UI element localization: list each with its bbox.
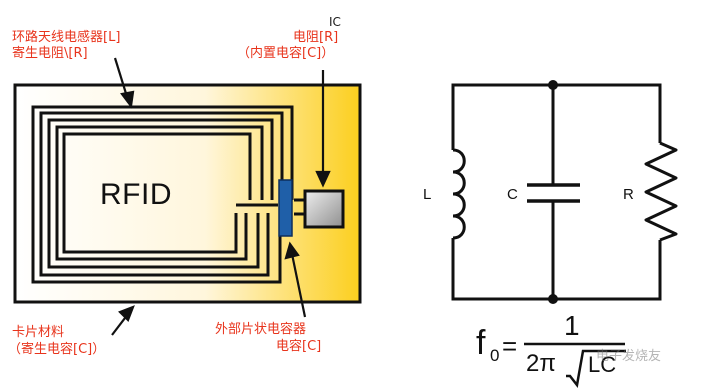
ic-chip [303, 189, 345, 229]
watermark: 电子发烧友 [596, 349, 662, 364]
resistor-symbol [644, 141, 678, 242]
ic-label: IC [329, 15, 341, 29]
inductor-component-label: L [423, 186, 432, 203]
card-material-label: 卡片材料 [12, 325, 65, 340]
formula-numerator: 1 [564, 310, 580, 341]
chip-capacitor [278, 179, 293, 237]
pointer-arrows [111, 57, 331, 336]
formula-subscript: 0 [490, 346, 500, 365]
chip-capacitor-label: 外部片状电容器 [215, 322, 307, 337]
internal-capacitor-label: （内置电容[C]） [237, 46, 335, 61]
formula-denominator-prefix: 2π [526, 350, 556, 377]
rfid-label: RFID [100, 178, 172, 211]
formula-denominator-root: LC [588, 352, 617, 377]
inductor-label: 环路天线电感器[L] [12, 30, 121, 45]
formula-lhs: f [476, 324, 486, 362]
formula-lines [524, 342, 626, 388]
capacitor-component-label: C [507, 186, 518, 203]
inductor-symbol [452, 148, 466, 240]
resistor-component-label: R [623, 186, 634, 203]
capacitor-symbol [527, 183, 580, 203]
junction-dots [548, 80, 558, 304]
parasitic-resistance-label: 寄生电阻\[R] [12, 46, 88, 61]
resistor-label: 电阻[R] [293, 30, 339, 45]
formula-equals: = [502, 331, 518, 361]
capacitance-label: 电容[C] [276, 339, 322, 354]
parasitic-capacitance-label: （寄生电容[C]） [8, 342, 106, 357]
